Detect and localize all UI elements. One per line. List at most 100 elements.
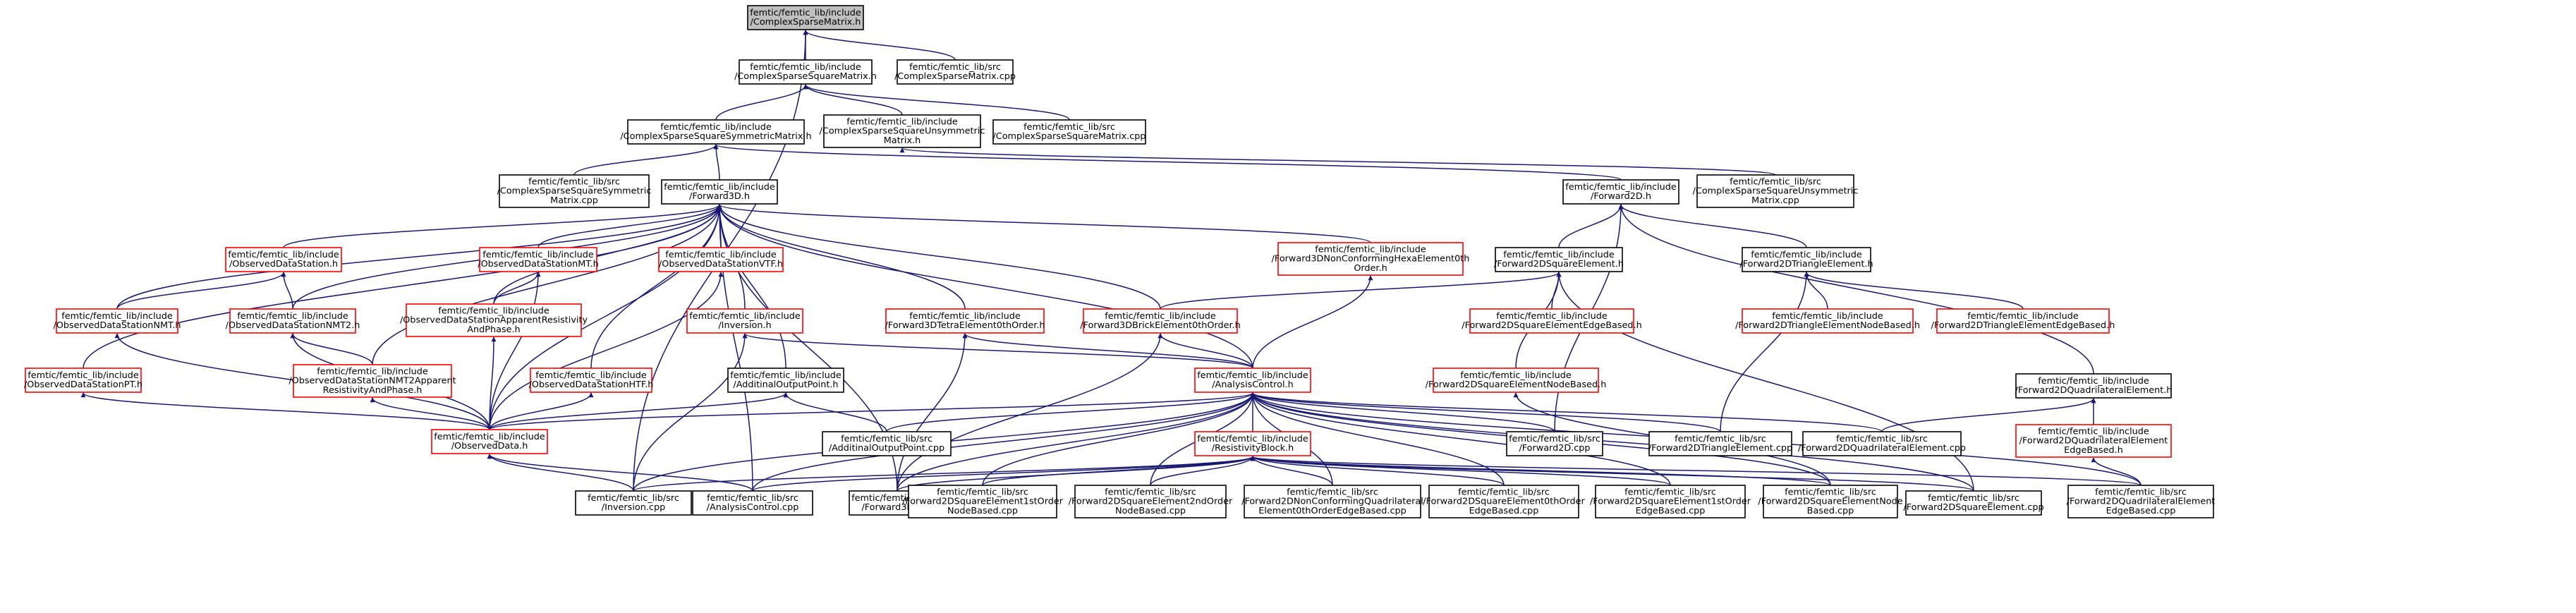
node-box [25,368,142,393]
edge-fwd2dtriedge-h-to-fwd2dtri-h [1804,272,2024,310]
node-rb-h[interactable]: femtic/femtic_lib/include/ResistivityBlo… [1194,431,1311,456]
node-label-line: /ObservedData.h [451,441,528,451]
node-label-line: femtic/femtic_lib/include [665,250,777,260]
node-box [822,431,952,456]
node-cssunsym-cpp[interactable]: femtic/femtic_lib/src/ComplexSparseSquar… [1693,174,1859,208]
node-fwd2dnonconf-cpp[interactable]: femtic/femtic_lib/src/Forward2DNonConfor… [1241,485,1423,518]
node-fwd3dhex-h[interactable]: femtic/femtic_lib/include/Forward3DNonCo… [1272,242,1470,276]
node-fwd2dsq1node-cpp[interactable]: femtic/femtic_lib/src/Forward2DSquareEle… [902,485,1064,518]
edge-odsnmt-h-to-ods-h [116,272,286,310]
node-aop-h[interactable]: femtic/femtic_lib/include/AdditinalOutpu… [727,368,844,393]
node-aop-cpp[interactable]: femtic/femtic_lib/src/AdditinalOutputPoi… [822,431,952,456]
node-cssunsym-h[interactable]: femtic/femtic_lib/include/ComplexSparseS… [820,114,985,148]
edge-od-h-to-odsmt-h [489,272,541,430]
node-od-h[interactable]: femtic/femtic_lib/include/ObservedData.h [431,429,548,454]
node-inversion-cpp[interactable]: femtic/femtic_lib/src/Inversion.cpp [575,490,692,516]
node-label-line: /AdditinalOutputPoint.h [733,380,838,390]
node-odsmt-h[interactable]: femtic/femtic_lib/include/ObservedDataSt… [478,247,599,272]
node-ac-cpp[interactable]: femtic/femtic_lib/src/AnalysisControl.cp… [692,490,813,516]
node-odshtf-h[interactable]: femtic/femtic_lib/include/ObservedDataSt… [529,368,654,393]
node-fwd2dsqnode-cpp[interactable]: femtic/femtic_lib/src/Forward2DSquareEle… [1758,485,1903,518]
node-fwd2d-cpp[interactable]: femtic/femtic_lib/src/Forward2D.cpp [1506,431,1603,456]
node-label-line: /Forward3DTetraElement0thOrder.h [885,320,1045,331]
node-fwd2d-h[interactable]: femtic/femtic_lib/include/Forward2D.h [1562,179,1679,205]
node-fwd2dsq-cpp[interactable]: femtic/femtic_lib/src/Forward2DSquareEle… [1903,490,2044,516]
node-cssqm-cpp[interactable]: femtic/femtic_lib/src/ComplexSparseSquar… [992,119,1146,145]
node-label-line: /Inversion.cpp [602,502,665,513]
node-label-line: /ComplexSparseSquareSymmetricMatrix.h [620,131,811,142]
dependency-edge [982,456,1256,486]
edge-odspt-h-to-fwd3d-h [83,204,722,369]
dependency-edge [1250,456,1831,486]
node-label-line: /ObservedDataStationNMT2.h [226,320,360,331]
node-box [1595,485,1746,518]
node-label-line: femtic/femtic_lib/src [1624,487,1716,497]
node-label-line: /Forward2DTriangleElementEdgeBased.h [1931,320,2115,331]
node-fwd2dsqnode-h[interactable]: femtic/femtic_lib/include/Forward2DSquar… [1426,368,1607,393]
node-csssym-cpp[interactable]: femtic/femtic_lib/src/ComplexSparseSquar… [497,174,652,208]
node-fwd2dtri-cpp[interactable]: femtic/femtic_lib/src/Forward2DTriangleE… [1648,431,1792,456]
node-fwd3dbrick-h[interactable]: femtic/femtic_lib/include/Forward3DBrick… [1080,308,1241,334]
node-cssqm-h[interactable]: femtic/femtic_lib/include/ComplexSparseS… [734,59,877,85]
node-ac-h[interactable]: femtic/femtic_lib/include/AnalysisContro… [1194,368,1311,393]
node-label-line: /Forward2DQuadrilateralElement.h [2015,385,2173,396]
node-odsnmt-h[interactable]: femtic/femtic_lib/include/ObservedDataSt… [53,308,181,334]
node-label-line: Matrix.cpp [550,195,598,206]
dependency-edge [1150,456,1256,486]
node-label-line: /ComplexSparseSquareMatrix.h [734,71,877,82]
node-fwd3dtetra-h[interactable]: femtic/femtic_lib/include/Forward3DTetra… [885,308,1045,334]
node-fwd2dquad-h[interactable]: femtic/femtic_lib/include/Forward2DQuadr… [2015,373,2173,399]
node-fwd2dquadedge-cpp[interactable]: femtic/femtic_lib/src/Forward2DQuadrilat… [2067,485,2216,518]
node-box [406,303,582,337]
node-fwd2dquad-cpp[interactable]: femtic/femtic_lib/src/Forward2DQuadrilat… [1798,431,1966,456]
node-label-line: femtic/femtic_lib/include [1197,370,1308,381]
node-fwd2dtrinode-h[interactable]: femtic/femtic_lib/include/Forward2DTrian… [1735,308,1920,334]
node-label-line: ResistivityAndPhase.h [323,385,423,396]
dependency-edge [290,333,373,365]
node-label-line: NodeBased.cpp [1115,506,1186,516]
node-inversion-h[interactable]: femtic/femtic_lib/include/Inversion.h [686,308,803,334]
edge-od-h-to-odspt-h [80,392,490,430]
node-label-line: /Forward2DSquareElementNode [1758,497,1902,507]
node-label-line: /Forward2DSquareElement0thOrder [1423,497,1585,507]
edge-ac-h-to-inversion-h [742,333,1253,369]
node-odsvtf-h[interactable]: femtic/femtic_lib/include/ObservedDataSt… [658,247,784,272]
node-fwd2dsq0edge-cpp[interactable]: femtic/femtic_lib/src/Forward2DSquareEle… [1423,485,1585,518]
edge-fwd3d-cpp-to-fwd3dbrick-h [897,333,1163,492]
node-label-line: /Forward2DSquareElement.cpp [1903,502,2043,513]
node-label-line: Matrix.h [884,135,921,146]
dependency-edge [1720,272,1809,432]
node-box [1905,490,2042,516]
node-box [747,5,864,30]
node-fwd2dsqedge-h[interactable]: femtic/femtic_lib/include/Forward2DSquar… [1462,308,1642,334]
node-box [992,119,1146,145]
node-box [2015,373,2172,399]
node-odsnmt2app-h[interactable]: femtic/femtic_lib/include/ObservedDataSt… [288,364,456,398]
node-label-line: femtic/femtic_lib/include [438,305,549,316]
node-label-line: femtic/femtic_lib/src [1928,493,2019,504]
node-box [1469,308,1634,334]
node-fwd2dtriedge-h[interactable]: femtic/femtic_lib/include/Forward2DTrian… [1931,308,2115,334]
node-box [229,308,356,334]
node-odsnmt2-h[interactable]: femtic/femtic_lib/include/ObservedDataSt… [226,308,360,334]
dependency-edge [1881,398,2096,432]
node-fwd2dsq-h[interactable]: femtic/femtic_lib/include/Forward2DSquar… [1494,247,1624,272]
dependency-edge [717,204,966,310]
node-label-line: femtic/femtic_lib/include [2038,426,2149,437]
node-label-line: /Forward2D.cpp [1519,443,1590,454]
node-fwd3d-h[interactable]: femtic/femtic_lib/include/Forward3D.h [661,179,778,205]
node-fwd2dsq1edge-cpp[interactable]: femtic/femtic_lib/src/Forward2DSquareEle… [1590,485,1751,518]
node-fwd2dquadedge-h[interactable]: femtic/femtic_lib/include/Forward2DQuadr… [2015,424,2172,458]
edge-odsnmt2app-h-to-fwd3d-h [372,204,722,365]
node-fwd2dsq2node-cpp[interactable]: femtic/femtic_lib/src/Forward2DSquareEle… [1069,485,1233,518]
node-csm-h[interactable]: femtic/femtic_lib/include/ComplexSparseM… [747,5,864,30]
node-odspt-h[interactable]: femtic/femtic_lib/include/ObservedDataSt… [24,368,142,393]
dependency-edge [752,392,1256,492]
node-label-line: /Forward2DTriangleElementNodeBased.h [1735,320,1920,331]
dependency-edge [899,147,1776,176]
node-ods-h[interactable]: femtic/femtic_lib/include/ObservedDataSt… [225,247,342,272]
node-fwd2dtri-h[interactable]: femtic/femtic_lib/include/Forward2DTrian… [1739,247,1873,272]
node-odsapp-h[interactable]: femtic/femtic_lib/include/ObservedDataSt… [400,303,588,337]
node-csm-cpp[interactable]: femtic/femtic_lib/src/ComplexSparseMatri… [894,59,1016,85]
node-csssym-h[interactable]: femtic/femtic_lib/include/ComplexSparseS… [620,119,812,145]
